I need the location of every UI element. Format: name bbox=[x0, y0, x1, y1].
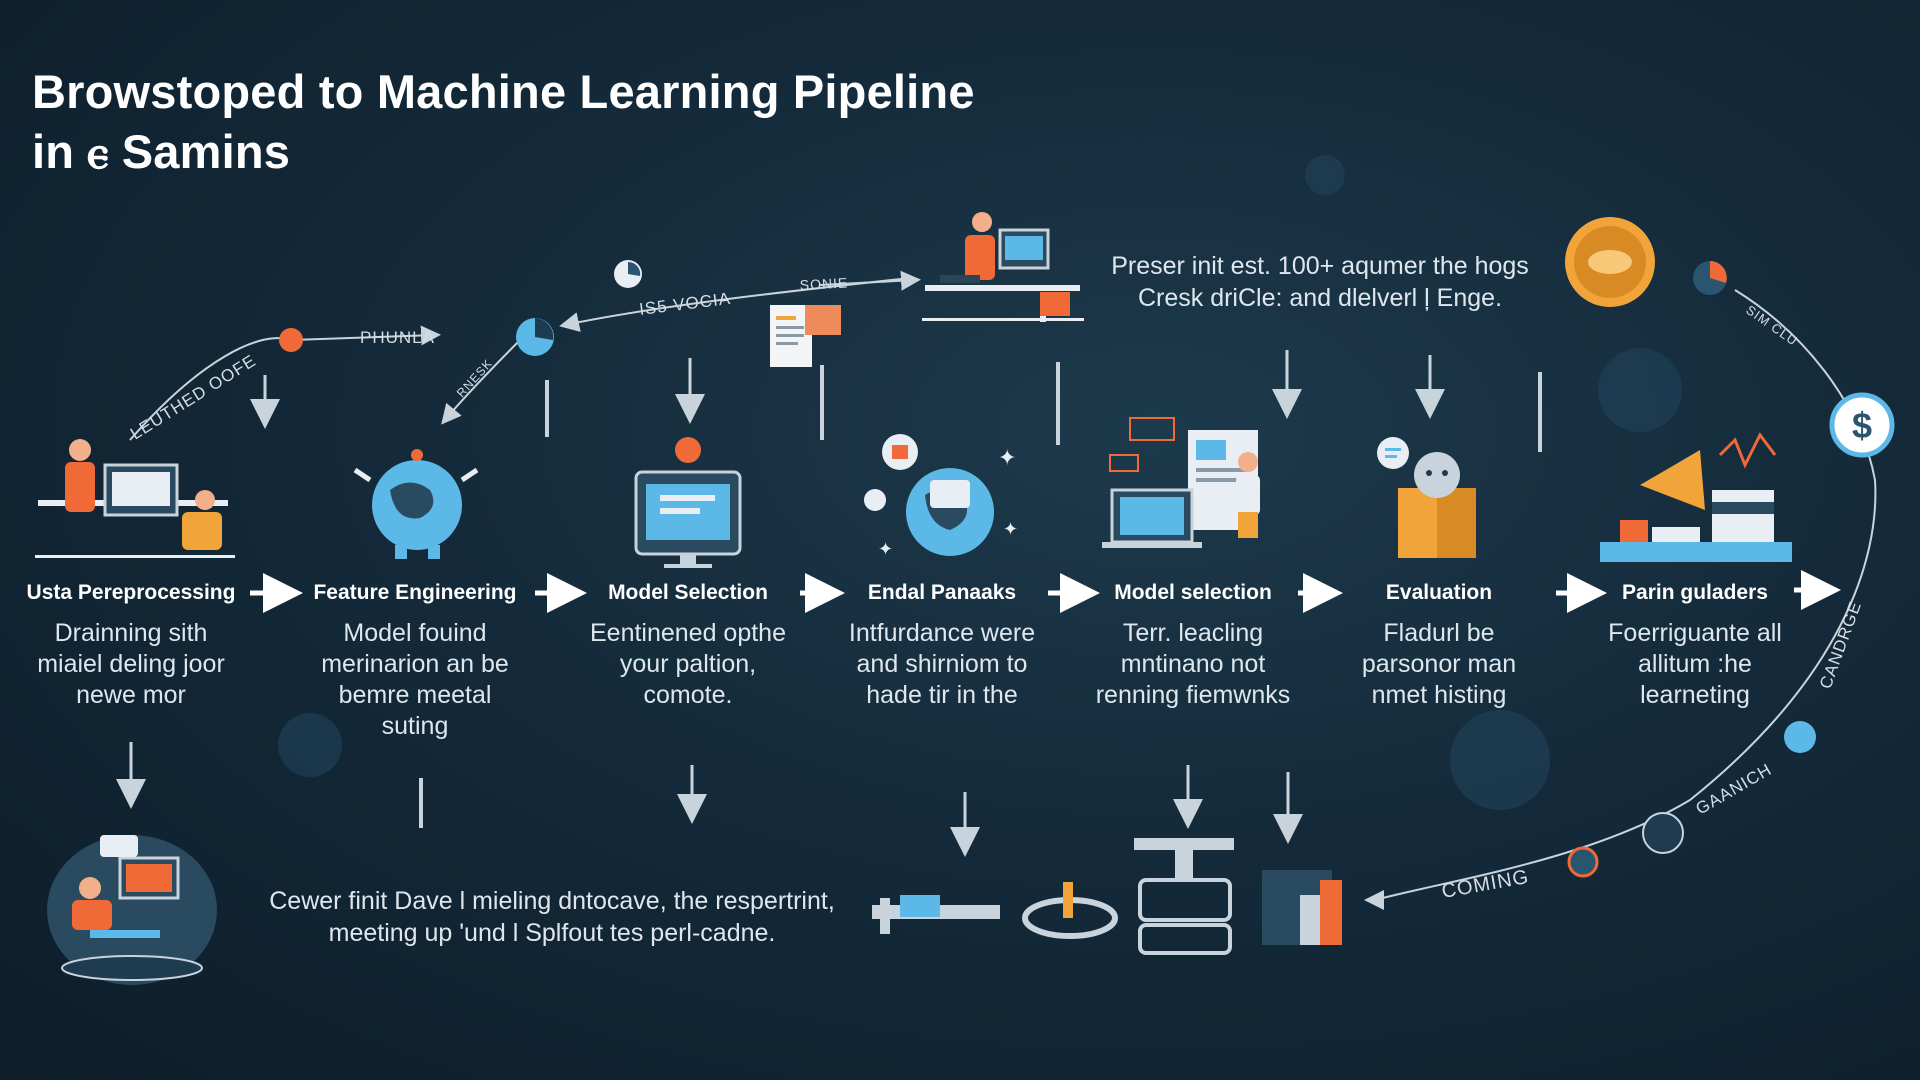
step-description: Intfurdance were and shirniom to hade ti… bbox=[848, 619, 1036, 709]
globe-node-icon bbox=[1784, 721, 1816, 753]
monitor-icon bbox=[634, 437, 742, 568]
person-at-computer-icon bbox=[35, 439, 235, 558]
title-line-2: in ⲉ Samins bbox=[32, 125, 291, 178]
svg-text:✦: ✦ bbox=[878, 539, 893, 560]
step-description: Fladurl be parsonor man nmet histing bbox=[1361, 619, 1517, 709]
evaluation-mascot-icon bbox=[1377, 437, 1476, 558]
person-at-desk-top-icon bbox=[922, 212, 1084, 322]
bubble-decoration bbox=[1598, 348, 1682, 432]
curve-label-coming: COMING bbox=[1440, 866, 1531, 903]
curve-label-phunla: PHUNLA bbox=[360, 328, 435, 347]
laptop-presenter-icon bbox=[1102, 417, 1260, 548]
page-title: Browstoped to Machine Learning Pipeline … bbox=[32, 62, 1132, 182]
curve-label-sim-clu: SIM CLU bbox=[1743, 302, 1801, 349]
node-dark-dot bbox=[1642, 812, 1684, 854]
document-icon bbox=[770, 305, 841, 367]
step-evaluation: Evaluation Fladurl be parsonor man nmet … bbox=[1314, 580, 1564, 711]
pie-node-slice bbox=[1710, 261, 1727, 283]
title-line-1: Browstoped to Machine Learning Pipeline bbox=[32, 65, 975, 118]
step-model-selection-2: Model selection Terr. leacling mntinano … bbox=[1068, 580, 1318, 711]
step-label: Model selection bbox=[1114, 581, 1272, 604]
step-description: Terr. leacling mntinano not renning fiem… bbox=[1095, 619, 1291, 709]
step-model-selection: Model Selection Eentinened opthe your pa… bbox=[563, 580, 813, 711]
step-label: Evaluation bbox=[1385, 581, 1493, 604]
pie-node-slice bbox=[628, 261, 641, 276]
step-endal-panaaks: Endal Panaaks Intfurdance were and shirn… bbox=[817, 580, 1067, 711]
step-label: Feature Engineering bbox=[313, 581, 517, 604]
svg-text:✦: ✦ bbox=[1003, 519, 1018, 540]
globe-robot-icon bbox=[353, 449, 479, 559]
pie-node-slice bbox=[535, 318, 554, 340]
globe-chat-icon: ✦ ✦ ✦ bbox=[864, 434, 1018, 560]
dollar-icon bbox=[1829, 392, 1895, 458]
curve-label-gaanich: GAANICH bbox=[1693, 760, 1776, 819]
bubble-decoration bbox=[278, 713, 342, 777]
step-description: Eentinened opthe your paltion, comote. bbox=[589, 619, 786, 709]
node-small-dot bbox=[1567, 846, 1599, 878]
step-description: Model fouind merinarion an be bemre meet… bbox=[321, 619, 509, 740]
step-feature-engineering: Feature Engineering Model fouind merinar… bbox=[290, 580, 540, 742]
svg-text:✦: ✦ bbox=[998, 446, 1016, 471]
curve-label-vocia: IS5 VOCIA bbox=[638, 289, 732, 319]
step-label: Parin guladers bbox=[1622, 581, 1768, 604]
node-orange-dot bbox=[279, 328, 303, 352]
step-data-preprocessing: Usta Pereprocessing Drainning sith miaie… bbox=[6, 580, 256, 711]
right-flow-arc bbox=[1374, 289, 1877, 901]
top-note: Preser init est. 100+ aqumer the hogs Cr… bbox=[1111, 252, 1529, 312]
step-parin-guladers: Parin guladers Foerriguante all allitum … bbox=[1570, 580, 1820, 711]
megaphone-machine-icon bbox=[1600, 432, 1792, 562]
step-description: Drainning sith miaiel deling joor newe m… bbox=[37, 619, 225, 709]
person-at-laptop-bottom-icon bbox=[47, 835, 217, 985]
hardware-machines-icon bbox=[872, 838, 1342, 955]
step-description: Foerriguante all allitum :he learneting bbox=[1608, 619, 1782, 709]
dollar-icon-glyph: $ bbox=[1852, 405, 1872, 446]
top-flow-curve bbox=[291, 325, 441, 346]
bottom-note: Cewer finit Dave l mieling dntocave, the… bbox=[269, 887, 835, 947]
curve-label-sonie: SONIE bbox=[799, 274, 848, 293]
step-label: Endal Panaaks bbox=[867, 581, 1017, 604]
step-label: Usta Pereprocessing bbox=[26, 581, 236, 604]
curve-label-leuthed: LEUTHED OOFE bbox=[127, 351, 259, 444]
curve-label-rnesk: RNESK bbox=[454, 356, 495, 400]
top-flow-curve bbox=[559, 277, 911, 332]
step-label: Model Selection bbox=[608, 581, 768, 604]
bubble-decoration bbox=[1305, 155, 1345, 195]
curve-label-candrge: CANDRGE bbox=[1816, 598, 1865, 691]
bubble-decoration bbox=[1450, 710, 1550, 810]
top-flow-curve bbox=[129, 337, 291, 441]
top-flow-curve bbox=[819, 270, 921, 291]
gold-coin-icon-center bbox=[1588, 250, 1632, 274]
